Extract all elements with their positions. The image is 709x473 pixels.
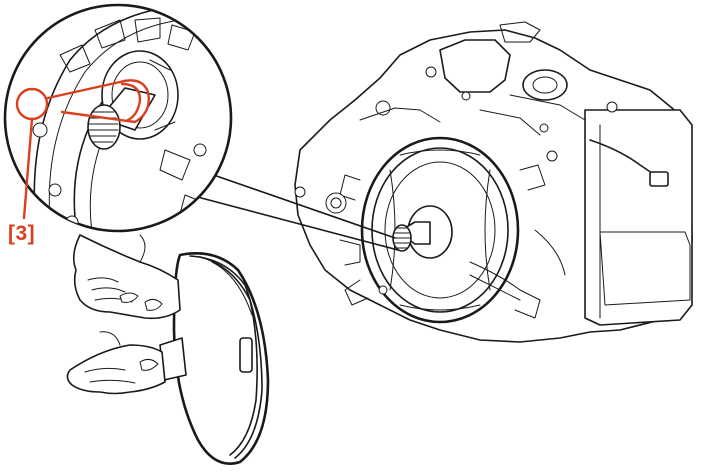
seal-highlight-callout xyxy=(15,79,150,220)
clutch-disc-in-hands xyxy=(66,234,270,465)
transmission-housing xyxy=(294,21,693,343)
callout-leader xyxy=(22,117,34,220)
detail-magnifier xyxy=(3,3,233,233)
callout-label: [3] xyxy=(8,222,36,245)
upper-hand xyxy=(72,234,181,320)
clutch-disc xyxy=(172,252,270,465)
magnifier-connector xyxy=(189,171,399,251)
seal-outline xyxy=(46,79,150,124)
